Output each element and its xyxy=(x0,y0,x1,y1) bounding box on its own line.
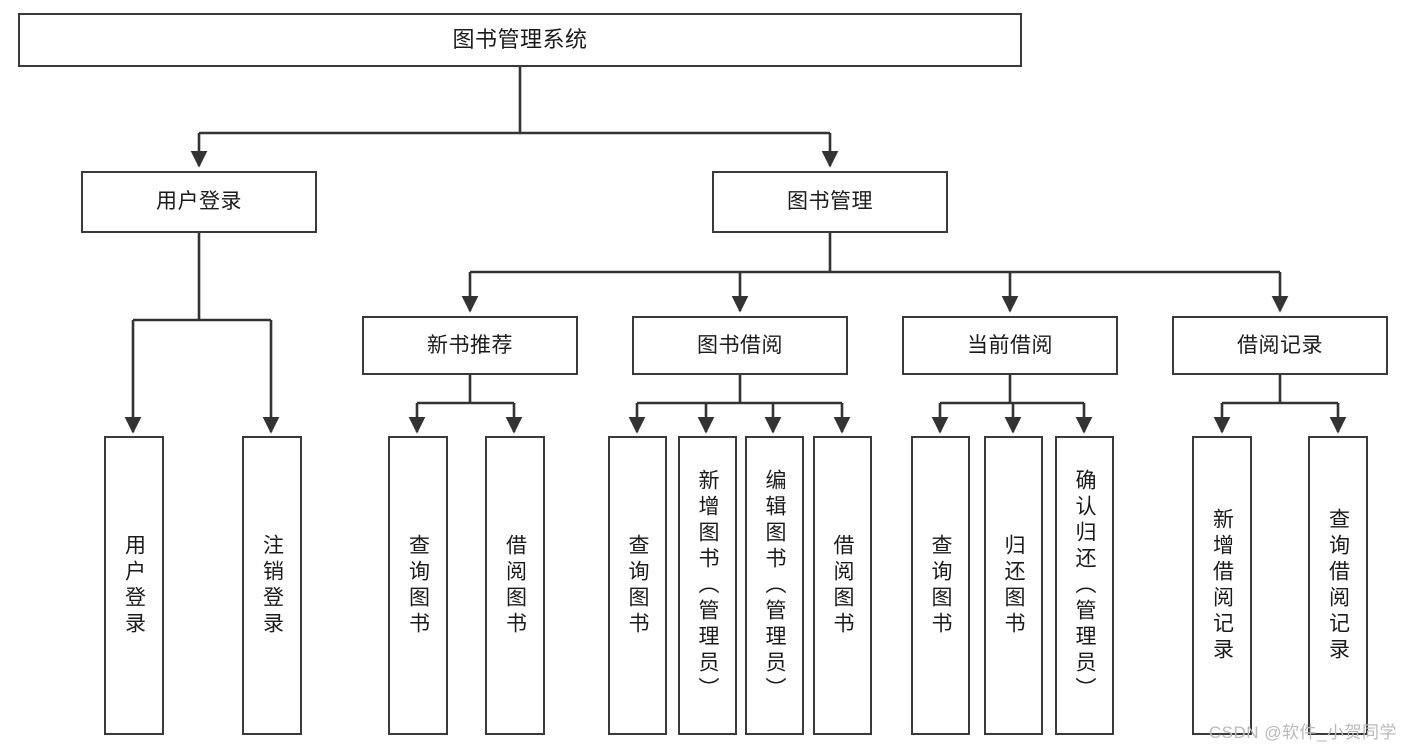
node-leaf-user-login-label: 用户登录 xyxy=(122,533,146,638)
node-leaf-borrow-book-2-label: 借阅图书 xyxy=(831,533,854,638)
node-leaf-add-record[interactable]: 新增借阅记录 xyxy=(1192,436,1252,735)
node-user-login-label: 用户登录 xyxy=(156,190,242,214)
node-leaf-query-book-3-label: 查询图书 xyxy=(929,533,952,638)
node-leaf-query-book-2[interactable]: 查询图书 xyxy=(608,436,667,735)
node-book-borrow[interactable]: 图书借阅 xyxy=(632,316,848,375)
node-leaf-add-record-label: 新增借阅记录 xyxy=(1210,507,1234,664)
node-leaf-return-book-label: 归还图书 xyxy=(1002,533,1025,638)
node-leaf-confirm-return-label: 确认归还（管理员） xyxy=(1073,468,1096,703)
node-leaf-query-book-1[interactable]: 查询图书 xyxy=(388,436,448,735)
node-borrow-record-label: 借阅记录 xyxy=(1237,333,1323,357)
node-new-book-rec[interactable]: 新书推荐 xyxy=(362,316,578,375)
node-leaf-borrow-book-2[interactable]: 借阅图书 xyxy=(813,436,872,735)
node-leaf-edit-book-label: 编辑图书（管理员） xyxy=(763,468,786,703)
node-leaf-borrow-book-1-label: 借阅图书 xyxy=(503,533,527,638)
node-leaf-query-book-1-label: 查询图书 xyxy=(406,533,430,638)
node-leaf-query-book-2-label: 查询图书 xyxy=(626,533,649,638)
node-book-borrow-label: 图书借阅 xyxy=(697,333,783,357)
node-leaf-edit-book[interactable]: 编辑图书（管理员） xyxy=(745,436,804,735)
node-user-login[interactable]: 用户登录 xyxy=(81,171,317,233)
node-leaf-query-record[interactable]: 查询借阅记录 xyxy=(1308,436,1368,735)
node-leaf-query-record-label: 查询借阅记录 xyxy=(1326,507,1350,664)
node-leaf-user-logout-label: 注销登录 xyxy=(260,533,284,638)
node-current-borrow-label: 当前借阅 xyxy=(967,333,1053,357)
node-book-mgmt-label: 图书管理 xyxy=(787,190,873,214)
node-leaf-add-book[interactable]: 新增图书（管理员） xyxy=(678,436,737,735)
node-root[interactable]: 图书管理系统 xyxy=(18,13,1022,67)
node-borrow-record[interactable]: 借阅记录 xyxy=(1172,316,1388,375)
node-leaf-user-login[interactable]: 用户登录 xyxy=(104,436,164,735)
node-book-mgmt[interactable]: 图书管理 xyxy=(712,171,948,233)
node-leaf-query-book-3[interactable]: 查询图书 xyxy=(911,436,970,735)
node-leaf-user-logout[interactable]: 注销登录 xyxy=(242,436,302,735)
node-leaf-return-book[interactable]: 归还图书 xyxy=(984,436,1043,735)
node-leaf-confirm-return[interactable]: 确认归还（管理员） xyxy=(1055,436,1114,735)
node-root-label: 图书管理系统 xyxy=(452,26,588,52)
node-leaf-borrow-book-1[interactable]: 借阅图书 xyxy=(485,436,545,735)
csdn-watermark: CSDN @软件_小贺同学 xyxy=(1208,723,1397,742)
node-new-book-rec-label: 新书推荐 xyxy=(427,333,513,357)
node-current-borrow[interactable]: 当前借阅 xyxy=(902,316,1118,375)
node-leaf-add-book-label: 新增图书（管理员） xyxy=(696,468,719,703)
